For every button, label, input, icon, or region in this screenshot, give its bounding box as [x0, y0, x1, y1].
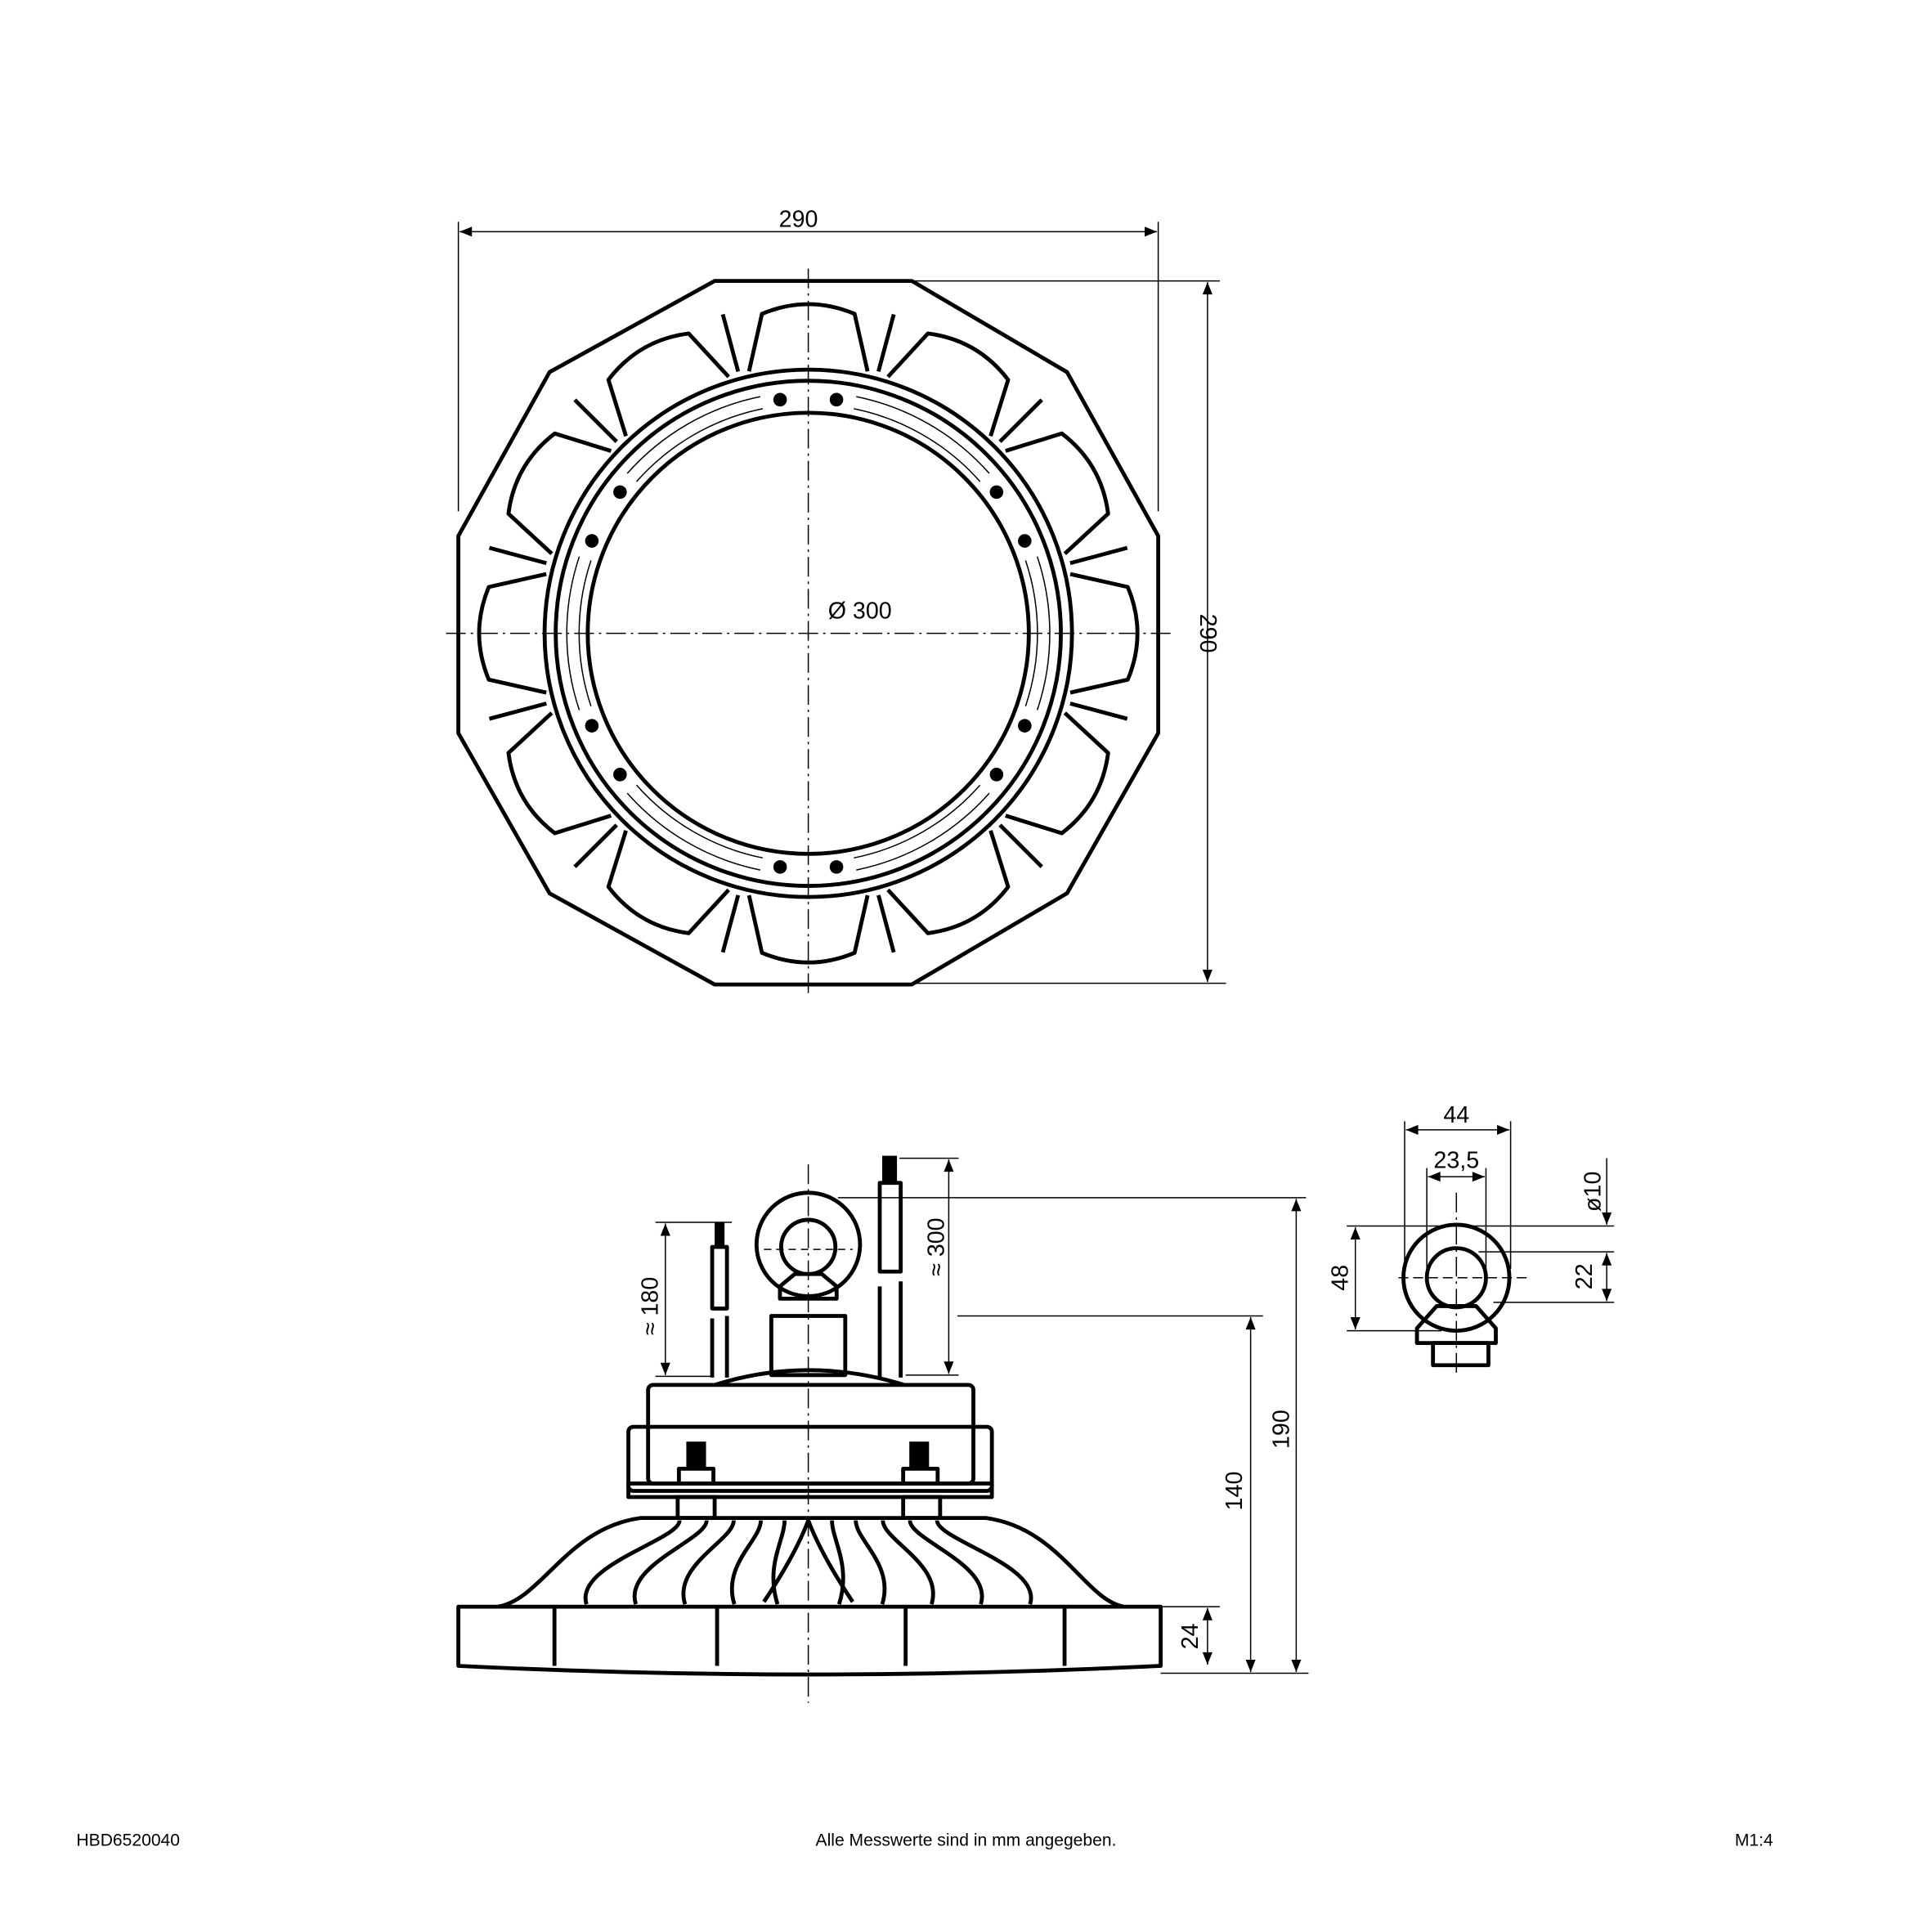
slot-edge: [626, 792, 761, 871]
bolt-right: [909, 1441, 930, 1469]
fin-rib: [720, 313, 741, 372]
mounting-hole: [773, 392, 787, 407]
width-label: 290: [779, 206, 818, 232]
mounting-hole: [585, 534, 599, 548]
fin-rib: [876, 894, 896, 953]
fin-rib: [1069, 545, 1128, 566]
fin-rib: [998, 823, 1043, 868]
fin: [729, 1520, 763, 1605]
outer-width-label: 44: [1443, 1102, 1469, 1128]
fin-rib: [488, 545, 547, 566]
fin: [771, 1520, 787, 1605]
fin-cell: [506, 431, 612, 555]
fin-rib: [488, 702, 547, 721]
eyebolt-thread: [1431, 1341, 1490, 1368]
fin: [854, 1520, 887, 1605]
fin: [681, 1520, 736, 1605]
mounting-hole: [829, 392, 844, 407]
mounting-hole: [585, 719, 599, 733]
thread-label: ø10: [1580, 1172, 1607, 1212]
slot-edge: [854, 784, 981, 859]
dome: [714, 1368, 905, 1387]
base-segments: [552, 1607, 1067, 1666]
fin: [908, 1520, 984, 1605]
slot-edge: [856, 792, 990, 871]
bolt-left: [686, 1441, 706, 1469]
inner-height-label: 22: [1571, 1263, 1598, 1289]
mounting-hole: [989, 485, 1004, 500]
fin-cell: [1005, 431, 1110, 555]
eyebolt-collar: [1414, 1304, 1498, 1346]
mounting-hole: [829, 860, 844, 874]
fin-cell: [506, 711, 612, 836]
cable-long: [877, 1155, 903, 1378]
mounting-slots: [566, 392, 1051, 874]
fin: [830, 1520, 845, 1605]
slot-edge: [626, 396, 761, 474]
fin: [881, 1520, 935, 1605]
side-view: ≈ 180 ≈ 300 190 140 24: [456, 1155, 1309, 1703]
diameter-label: Ø 300: [828, 598, 892, 625]
scale-label: M1:4: [1735, 1831, 1773, 1850]
fin-cell: [886, 830, 1011, 935]
fin-cell: [606, 830, 730, 935]
housing-outline: [456, 279, 1161, 987]
base-ring: [456, 1604, 1163, 1677]
fin-cell: [606, 331, 730, 437]
fin-rib: [573, 398, 618, 443]
fin-rib: [876, 313, 896, 372]
slot-edge: [854, 408, 981, 482]
height-label: 48: [1328, 1265, 1354, 1291]
slot-edge: [635, 784, 764, 859]
fin-cell: [746, 894, 870, 965]
mounting-hole: [613, 485, 627, 500]
cable-long-label: ≈ 300: [923, 1217, 949, 1275]
heatsink-outline: [497, 1516, 1124, 1609]
inner-width-label: 23,5: [1433, 1148, 1479, 1174]
mounting-hole: [773, 860, 787, 874]
fin-rib: [720, 894, 741, 953]
fin: [935, 1519, 1033, 1605]
fin: [632, 1520, 709, 1605]
height-label: 290: [1195, 614, 1221, 653]
fin-rib: [573, 823, 618, 868]
slot-edge: [635, 408, 764, 482]
fin-rib: [1069, 702, 1128, 721]
mounting-hole: [989, 768, 1004, 782]
article-number: HBD6520040: [76, 1831, 180, 1850]
mounting-hole: [1018, 534, 1032, 548]
cable-short-label: ≈ 180: [638, 1277, 664, 1335]
body-height-label: 140: [1222, 1472, 1248, 1511]
mounting-hole: [1018, 719, 1032, 733]
mounting-plate: [626, 1481, 994, 1499]
fin-rib: [998, 398, 1043, 443]
total-height-label: 190: [1268, 1410, 1294, 1449]
units-note: Alle Messwerte sind in mm angegeben.: [816, 1831, 1117, 1850]
spacer-right: [901, 1495, 943, 1521]
fin-cell: [1005, 711, 1110, 836]
slot-edge: [856, 396, 990, 474]
top-view: Ø 300 290 290: [446, 206, 1226, 996]
spacer-left: [675, 1495, 717, 1521]
driver-flange: [626, 1424, 994, 1493]
nut-right: [901, 1466, 940, 1486]
base-height-label: 24: [1177, 1623, 1204, 1649]
fin-cell: [886, 331, 1011, 437]
mounting-hole: [613, 768, 627, 782]
eyebolt-detail: 44 23,5 ø10 22 48: [1328, 1102, 1615, 1374]
nut-left: [676, 1466, 715, 1486]
eyebolt-collar: [778, 1271, 839, 1301]
cable-short: [710, 1222, 729, 1378]
fin: [583, 1519, 682, 1605]
